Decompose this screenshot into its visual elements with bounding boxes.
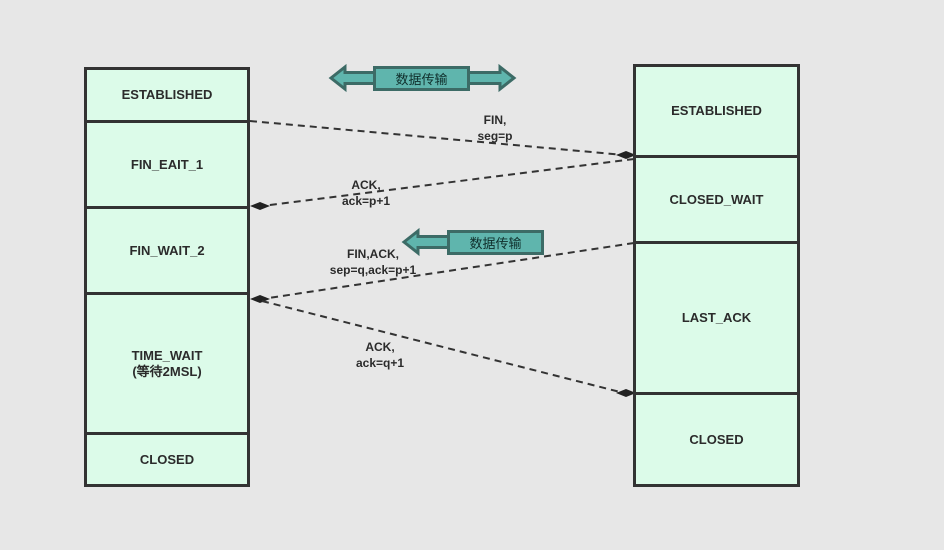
message-line: ack=q+1 [355,356,405,370]
data-transfer-label: 数据传输 [395,73,448,88]
client-state-label: CLOSED [139,451,195,467]
message-final-ack-label: ACK, ack=q+1 [340,339,420,371]
client-state-label: TIME_WAIT (等待2MSL) [131,347,203,379]
data-transfer-both-ways-badge: 数据传输 [373,66,470,91]
client-state-label: FIN_EAIT_1 [130,156,204,172]
fin-line [249,120,625,156]
message-line: ACK, [365,340,395,354]
message-line: seg=p [477,129,513,143]
server-state-closed: CLOSED [633,392,800,487]
server-state-closed-wait: CLOSED_WAIT [633,155,800,244]
final-ack-arrowhead [616,389,636,397]
message-line: ack=p+1 [341,194,391,208]
message-fin-ack-label: FIN,ACK, sep=q,ack=p+1 [318,246,428,278]
client-state-closed: CLOSED [84,432,250,487]
server-state-last-ack: LAST_ACK [633,241,800,395]
server-state-label: CLOSED_WAIT [669,191,764,207]
fin-ack-line [261,242,635,300]
message-fin-label: FIN, seg=p [455,112,535,144]
message-ack-label: ACK, ack=p+1 [326,177,406,209]
fin-arrowhead [616,151,636,159]
final-ack-line [261,300,625,394]
server-state-label: ESTABLISHED [671,103,762,118]
client-state-time-wait: TIME_WAIT (等待2MSL) [84,292,250,435]
message-line: sep=q,ack=p+1 [329,263,417,277]
client-state-label: FIN_WAIT_2 [129,242,205,258]
server-state-label: LAST_ACK [681,310,752,325]
client-state-fin-wait-1: FIN_EAIT_1 [84,120,250,209]
server-state-label: CLOSED [689,431,744,447]
message-line: FIN, [483,113,507,127]
client-state-established: ESTABLISHED [84,67,250,123]
client-state-label: ESTABLISHED [121,87,213,102]
ack-line [261,158,635,207]
data-transfer-one-way-badge: 数据传输 [447,230,544,255]
message-line: ACK, [351,178,381,192]
message-line: FIN,ACK, [347,247,399,261]
client-state-fin-wait-2: FIN_WAIT_2 [84,206,250,295]
data-transfer-label: 数据传输 [469,237,522,252]
ack-arrowhead [250,202,270,210]
server-state-established: ESTABLISHED [633,64,800,158]
